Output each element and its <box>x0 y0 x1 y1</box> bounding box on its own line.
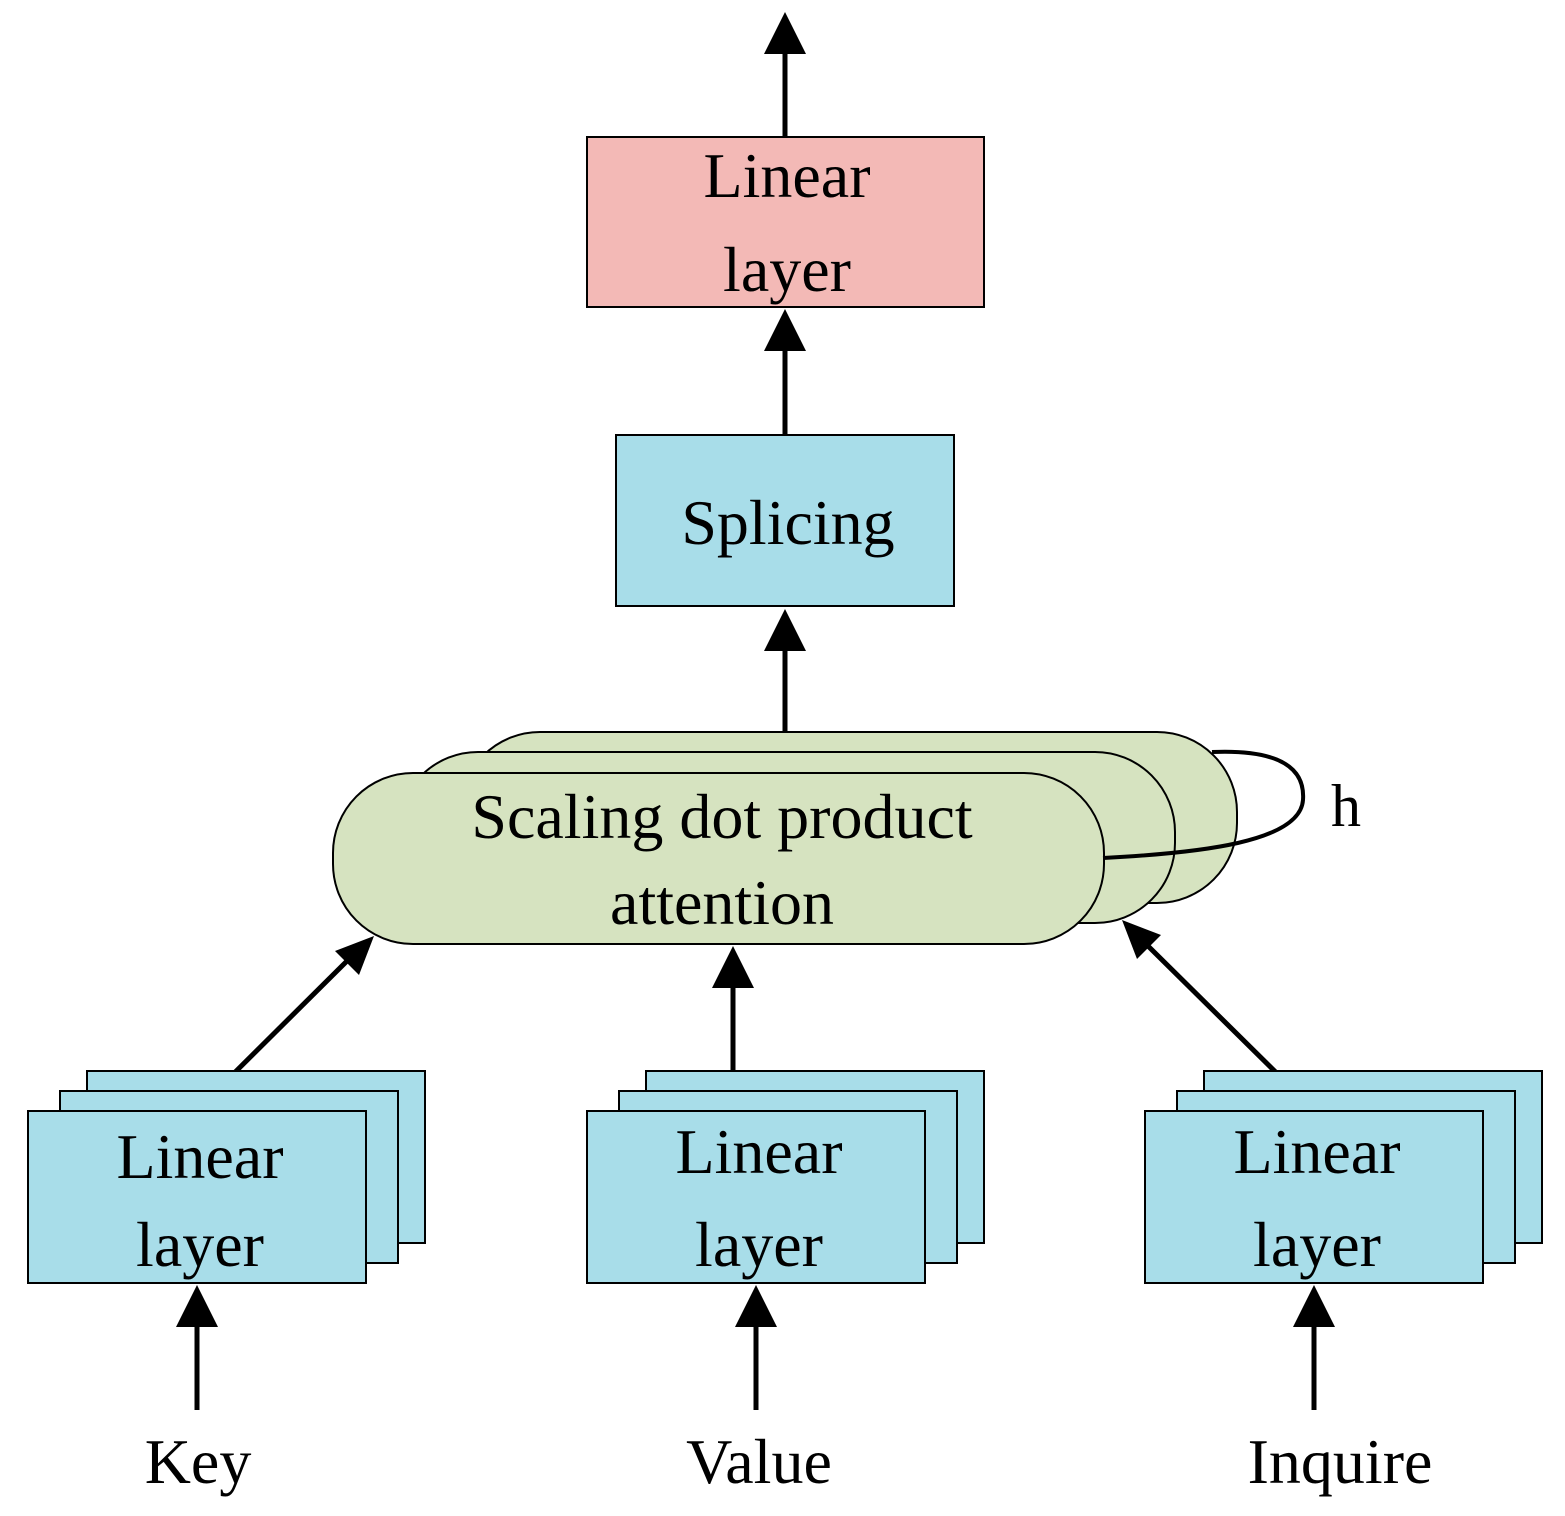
key-linear-layer-line2: layer <box>136 1209 264 1280</box>
value-linear-layer-line2: layer <box>695 1209 823 1280</box>
output-linear-layer-line2: layer <box>723 234 851 305</box>
inquire-label: Inquire <box>1248 1426 1433 1497</box>
splicing-box: Splicing <box>615 434 955 607</box>
key-linear-layer-line1: Linear <box>117 1121 284 1192</box>
attention-stack: Scaling dot product attention <box>332 731 1238 945</box>
value-label: Value <box>686 1426 832 1497</box>
inquire-input-arrow <box>1293 1285 1335 1410</box>
inquire-linear-layer-line2: layer <box>1253 1209 1381 1280</box>
splicing-label: Splicing <box>681 487 894 558</box>
inquire-linear-layer-line1: Linear <box>1234 1116 1401 1187</box>
value-linear-layer-line1: Linear <box>676 1116 843 1187</box>
value-linear-layer-stack: Linear layer <box>586 1070 985 1284</box>
key-label: Key <box>145 1426 252 1497</box>
output-linear-layer-line1: Linear <box>704 140 871 211</box>
splicing-to-output-arrow <box>764 309 806 435</box>
attention-label-line2: attention <box>610 867 834 938</box>
attention-to-splicing-arrow <box>764 609 806 752</box>
repeat-label: h <box>1331 773 1361 839</box>
key-input-arrow <box>176 1285 218 1410</box>
repeat-loop: h <box>1102 749 1361 860</box>
attention-label-line1: Scaling dot product <box>471 781 972 852</box>
value-input-arrow <box>735 1285 777 1410</box>
output-arrow <box>764 12 806 137</box>
inquire-linear-layer-stack: Linear layer <box>1144 1070 1543 1284</box>
output-linear-layer: Linear layer <box>586 136 985 308</box>
key-linear-layer-stack: Linear layer <box>27 1070 426 1284</box>
